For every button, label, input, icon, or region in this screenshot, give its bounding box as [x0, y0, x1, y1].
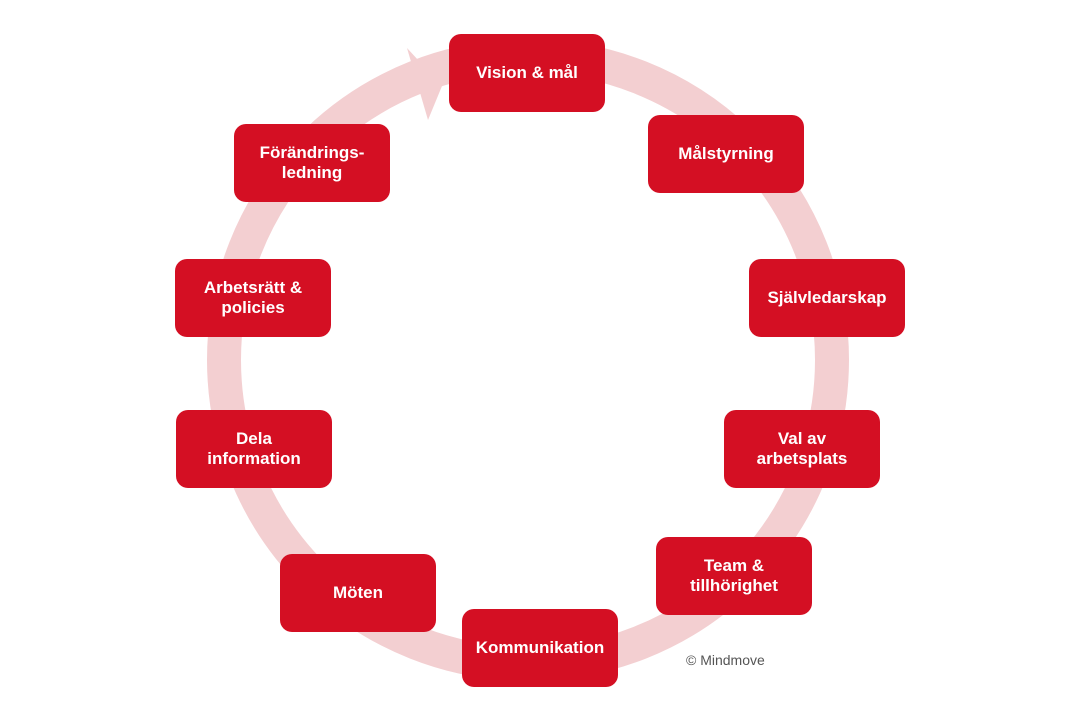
- copyright-label: © Mindmove: [686, 652, 765, 668]
- node-val-av-arbetsplats: Val av arbetsplats: [724, 410, 880, 488]
- node-arbetsratt-policies: Arbetsrätt & policies: [175, 259, 331, 337]
- node-moten: Möten: [280, 554, 436, 632]
- node-malstyrning: Målstyrning: [648, 115, 804, 193]
- node-dela-information: Dela information: [176, 410, 332, 488]
- node-team-tillhorighet: Team & tillhörighet: [656, 537, 812, 615]
- node-vision-mal: Vision & mål: [449, 34, 605, 112]
- node-sjalvledarskap: Självledarskap: [749, 259, 905, 337]
- node-kommunikation: Kommunikation: [462, 609, 618, 687]
- node-forandringsledning: Förändrings- ledning: [234, 124, 390, 202]
- cycle-arrowhead: [407, 48, 442, 120]
